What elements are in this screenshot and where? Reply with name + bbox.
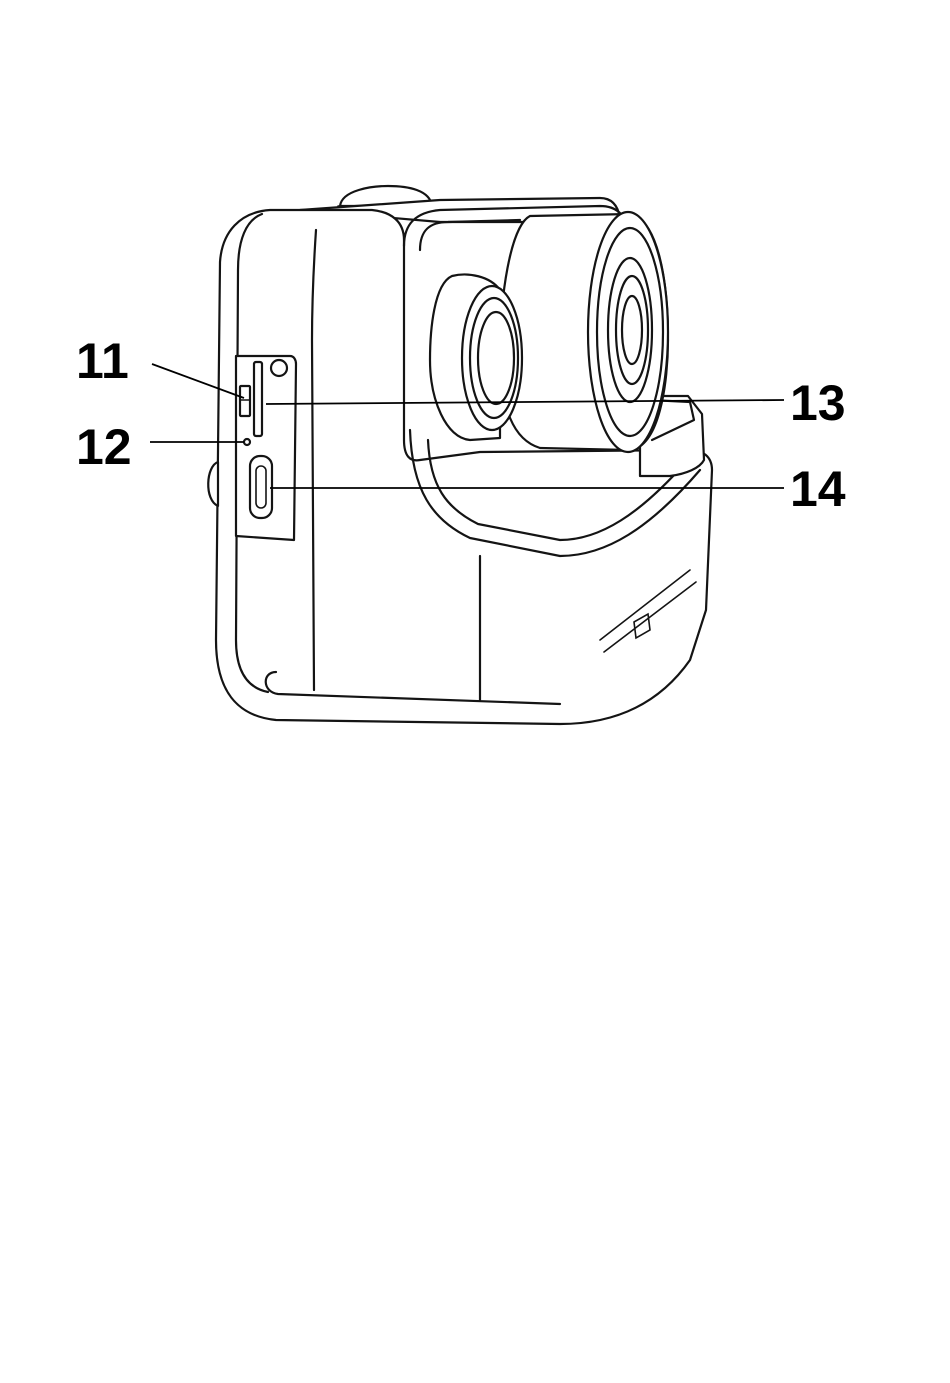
camera-illustration bbox=[208, 186, 712, 724]
port-panel bbox=[236, 356, 296, 540]
callout-number-11: 11 bbox=[76, 333, 129, 389]
secondary-lens bbox=[430, 275, 522, 440]
callout-number-14: 14 bbox=[790, 461, 846, 517]
main-lens bbox=[500, 212, 668, 452]
callout-number-12: 12 bbox=[76, 419, 132, 475]
callout-number-13: 13 bbox=[790, 375, 846, 431]
side-dial bbox=[208, 462, 218, 506]
